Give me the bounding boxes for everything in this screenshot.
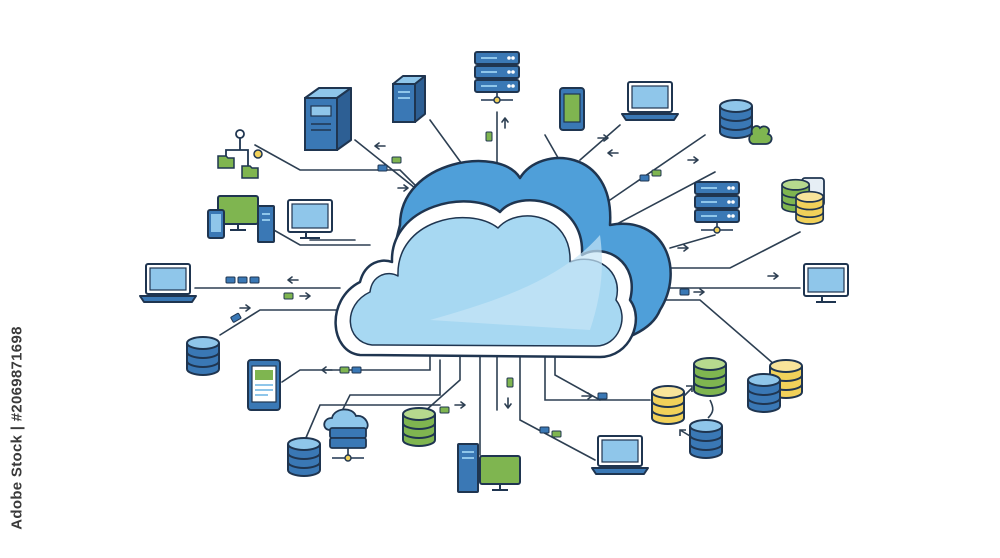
monitor-icon — [803, 263, 849, 303]
database-icon — [651, 357, 727, 459]
server-rack-icon — [474, 51, 520, 104]
smartphone-icon — [559, 87, 585, 131]
connector-lines — [194, 111, 801, 461]
laptop-icon — [139, 263, 197, 303]
database-icon — [287, 437, 321, 477]
laptop-icon — [621, 81, 679, 121]
folder-tree-icon — [217, 129, 263, 179]
tablet-icon — [247, 359, 281, 411]
server-rack-icon — [694, 181, 740, 234]
database-icon — [186, 336, 220, 376]
desktop-pc-icon — [457, 443, 521, 493]
stock-id-text: Adobe Stock | #2069871698 — [8, 326, 26, 530]
database-icon — [402, 407, 436, 447]
cloud-hub — [334, 156, 672, 359]
laptop-icon — [591, 435, 649, 475]
monitor-icon — [287, 199, 333, 239]
database-icon — [781, 177, 825, 225]
tower-server-icon — [304, 87, 352, 151]
database-icon — [747, 359, 803, 413]
database-icon — [719, 99, 773, 145]
workstation-icon — [207, 195, 275, 243]
stock-id-watermark: Adobe Stock | #2069871698 — [2, 308, 32, 548]
cloud-server-icon — [323, 408, 369, 462]
tower-server-icon — [392, 75, 426, 123]
